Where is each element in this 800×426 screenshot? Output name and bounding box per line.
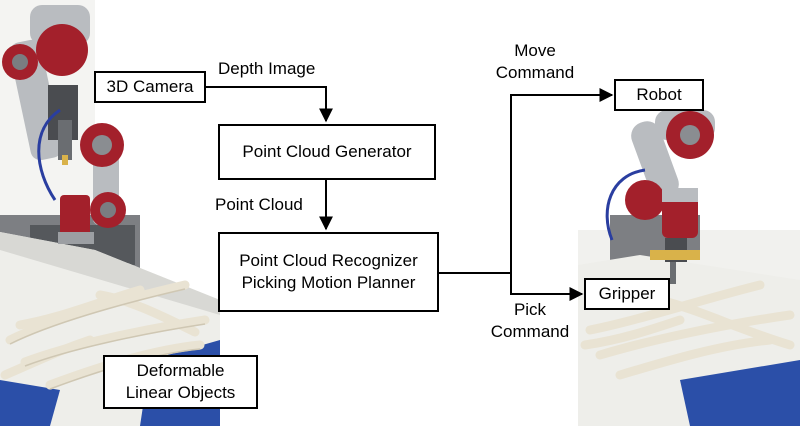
block-3d-camera-label: 3D Camera bbox=[106, 77, 194, 96]
label-pick-line1: Pick bbox=[513, 300, 547, 319]
label-pick-command: Pick Command bbox=[475, 299, 585, 343]
label-move-line2: Command bbox=[495, 63, 575, 82]
label-point-cloud: Point Cloud bbox=[215, 195, 303, 214]
block-dlo-line2: Linear Objects bbox=[125, 383, 236, 402]
edge-branch-to-robot bbox=[510, 88, 614, 273]
block-point-cloud-generator: Point Cloud Generator bbox=[218, 124, 436, 180]
block-3d-camera: 3D Camera bbox=[94, 71, 206, 103]
block-robot-label: Robot bbox=[636, 85, 682, 104]
edge-branch-to-gripper bbox=[510, 273, 584, 301]
label-move-command: Move Command bbox=[480, 40, 590, 84]
block-recognizer-planner: Point Cloud Recognizer Picking Motion Pl… bbox=[218, 232, 439, 312]
label-pick-line2: Command bbox=[490, 322, 570, 341]
block-robot: Robot bbox=[614, 79, 704, 111]
block-deformable-linear-objects: Deformable Linear Objects bbox=[103, 355, 258, 409]
label-depth-image: Depth Image bbox=[218, 59, 316, 78]
block-point-cloud-generator-label: Point Cloud Generator bbox=[242, 142, 412, 161]
block-dlo-line1: Deformable bbox=[136, 361, 225, 380]
right-robot-illustration bbox=[578, 110, 800, 426]
block-planner-label: Picking Motion Planner bbox=[241, 273, 416, 292]
label-move-line1: Move bbox=[514, 41, 556, 60]
block-recognizer-label: Point Cloud Recognizer bbox=[239, 251, 418, 270]
block-gripper-label: Gripper bbox=[598, 284, 656, 303]
block-gripper: Gripper bbox=[584, 278, 670, 310]
edge-camera-to-generator bbox=[205, 86, 333, 123]
